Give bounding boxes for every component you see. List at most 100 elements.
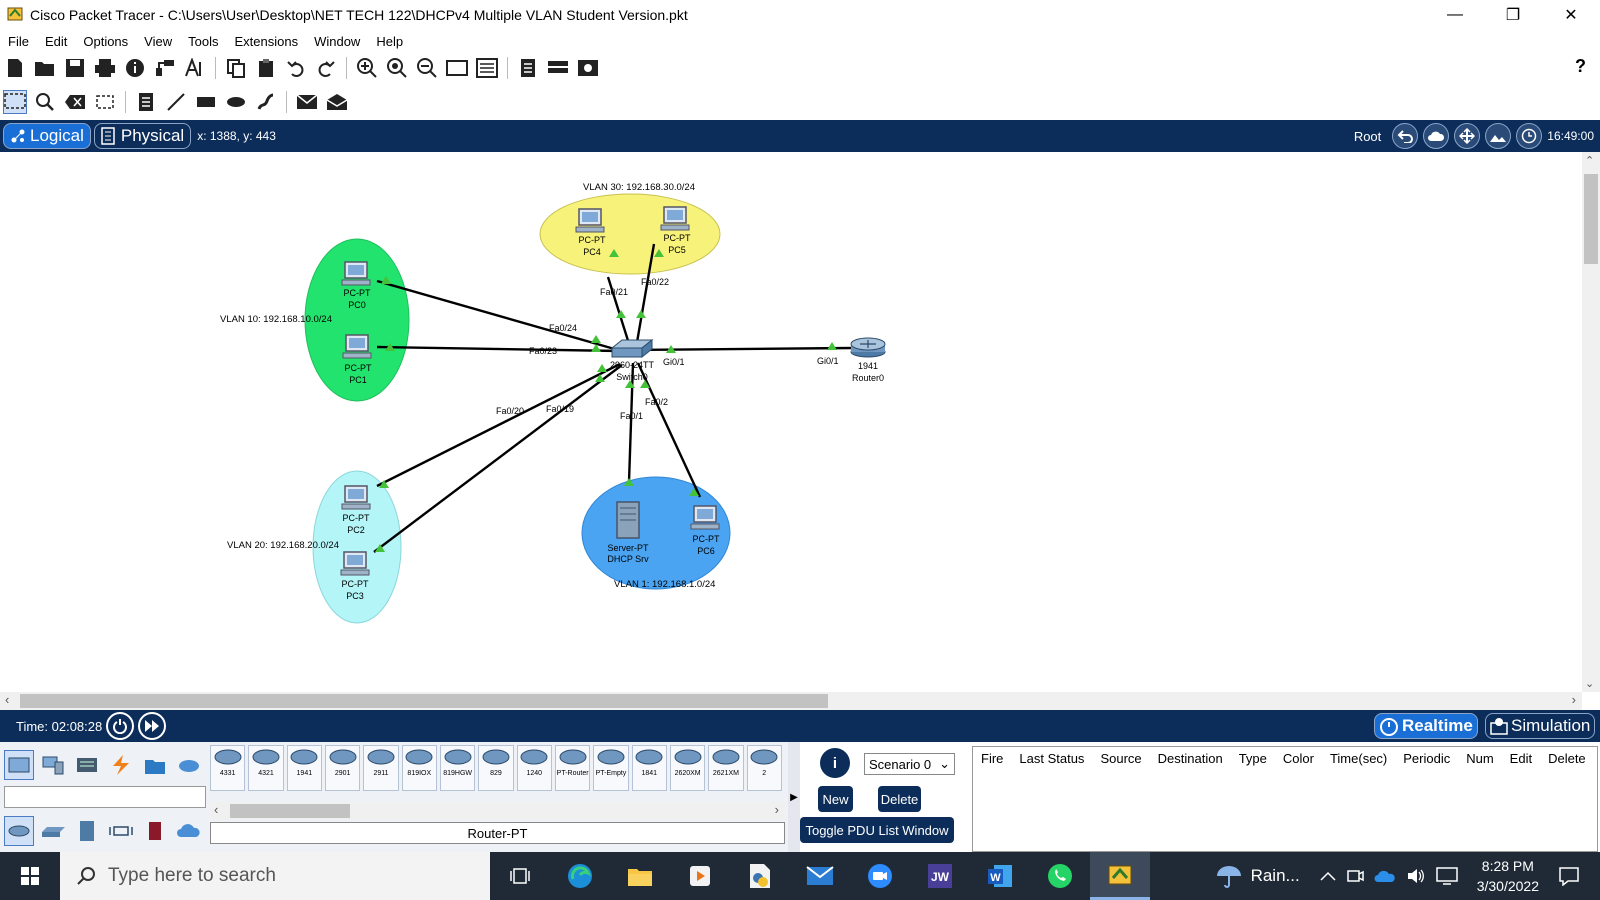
model-item-2901[interactable]: 2901	[324, 745, 361, 791]
column-time[interactable]: Time(sec)	[1329, 750, 1388, 766]
zoom-in-icon[interactable]	[355, 56, 379, 80]
network-devices-icon[interactable]	[4, 750, 34, 780]
realtime-tab[interactable]: Realtime	[1374, 713, 1478, 739]
link-pc0-switch[interactable]	[376, 279, 619, 352]
model-item-4321[interactable]: 4321	[248, 745, 284, 791]
background-image-icon[interactable]	[1485, 123, 1512, 149]
zoom-app-icon[interactable]	[850, 852, 910, 900]
vertical-scroll-thumb[interactable]	[1584, 174, 1598, 264]
logical-tab[interactable]: Logical	[3, 123, 91, 149]
copy-icon[interactable]	[224, 56, 248, 80]
link-pc4-switch[interactable]	[606, 276, 632, 348]
link-pc3-switch[interactable]	[373, 364, 623, 553]
windows-start-icon[interactable]	[0, 852, 60, 900]
draw-line-icon[interactable]	[164, 90, 188, 114]
scroll-right-icon[interactable]: ›	[1571, 692, 1576, 707]
panel-collapse-arrow-icon[interactable]: ▶	[788, 742, 800, 852]
components-icon[interactable]	[72, 750, 102, 780]
save-icon[interactable]	[63, 56, 87, 80]
switches-icon[interactable]	[38, 816, 68, 846]
miscellaneous-icon[interactable]	[140, 750, 170, 780]
scroll-down-icon[interactable]: ⌄	[1585, 678, 1595, 690]
column-num[interactable]: Num	[1466, 750, 1494, 766]
model-scroll-thumb[interactable]	[230, 804, 350, 818]
draw-ellipse-icon[interactable]	[224, 90, 248, 114]
resize-tool-icon[interactable]	[93, 90, 117, 114]
pc3-device[interactable]	[340, 551, 370, 576]
menu-help[interactable]: Help	[376, 33, 404, 49]
routers-icon[interactable]	[4, 816, 34, 846]
column-color[interactable]: Color	[1282, 750, 1314, 766]
logical-workspace[interactable]: VLAN 30: 192.168.30.0/24 VLAN 10: 192.16…	[0, 152, 1582, 692]
notification-center-icon[interactable]	[1558, 866, 1580, 886]
draw-rectangle-icon[interactable]	[194, 90, 218, 114]
help-button[interactable]: ?	[1575, 56, 1586, 76]
menu-tools[interactable]: Tools	[188, 33, 219, 49]
pc0-device[interactable]	[341, 261, 371, 286]
horizontal-scroll-thumb[interactable]	[20, 694, 828, 708]
simple-pdu-icon[interactable]	[295, 90, 319, 114]
fast-forward-icon[interactable]	[138, 712, 167, 740]
redo-icon[interactable]	[314, 56, 338, 80]
pc6-device[interactable]	[690, 505, 720, 530]
network-info-icon[interactable]	[153, 56, 177, 80]
multiuser-icon[interactable]	[174, 750, 204, 780]
menu-view[interactable]: View	[144, 33, 173, 49]
model-item-819iox[interactable]: 819IOX	[401, 745, 437, 791]
jw-app-icon[interactable]: JW	[910, 852, 970, 900]
chevron-up-icon[interactable]	[1320, 871, 1336, 881]
column-destination[interactable]: Destination	[1157, 750, 1223, 766]
select-tool-icon[interactable]	[3, 90, 27, 114]
zoom-out-icon[interactable]	[415, 56, 439, 80]
pc5-device[interactable]	[660, 206, 690, 231]
network-monitor-icon[interactable]	[1435, 867, 1458, 885]
model-item-pt-empty[interactable]: PT-Empty	[593, 745, 629, 791]
activity-wizard-icon[interactable]	[183, 56, 207, 80]
column-edit[interactable]: Edit	[1509, 750, 1533, 766]
scroll-up-icon[interactable]: ⌃	[1585, 155, 1595, 167]
paste-icon[interactable]	[254, 56, 278, 80]
model-item-819hgw[interactable]: 819HGW	[439, 745, 476, 791]
link-pc2-switch[interactable]	[376, 362, 621, 488]
pc1-device[interactable]	[342, 334, 372, 359]
simulation-tab[interactable]: Simulation	[1485, 713, 1596, 739]
hubs-icon[interactable]	[72, 816, 102, 846]
system-clock[interactable]: 8:28 PM 3/30/2022	[1477, 856, 1539, 896]
physical-tab[interactable]: Physical	[93, 123, 192, 149]
cloud-icon[interactable]	[1423, 123, 1450, 149]
switch-device[interactable]	[610, 338, 654, 359]
model-item-1240[interactable]: 1240	[516, 745, 552, 791]
scenario-info-button[interactable]: i	[820, 748, 850, 778]
whatsapp-icon[interactable]	[1030, 852, 1090, 900]
new-scenario-button[interactable]: New	[818, 786, 853, 812]
menu-extensions[interactable]: Extensions	[234, 33, 299, 49]
security-icon[interactable]	[140, 816, 170, 846]
info-icon[interactable]	[123, 56, 147, 80]
place-note-icon[interactable]	[134, 90, 158, 114]
model-item-2621xm[interactable]: 2621XM	[708, 745, 744, 791]
menu-window[interactable]: Window	[314, 33, 361, 49]
menu-options[interactable]: Options	[83, 33, 129, 49]
task-view-icon[interactable]	[490, 852, 550, 900]
link-pc5-switch[interactable]	[634, 243, 656, 349]
column-last-status[interactable]: Last Status	[1019, 750, 1085, 766]
link-pc1-switch[interactable]	[376, 345, 621, 353]
column-fire[interactable]: Fire	[981, 750, 1004, 766]
complex-pdu-icon[interactable]	[325, 90, 349, 114]
device-template-icon[interactable]	[546, 56, 570, 80]
column-delete[interactable]: Delete	[1548, 750, 1586, 766]
close-button[interactable]: ✕	[1564, 7, 1578, 24]
router-device[interactable]	[850, 337, 886, 358]
meet-now-icon[interactable]	[1346, 867, 1364, 885]
volume-icon[interactable]	[1406, 867, 1426, 885]
wireless-devices-icon[interactable]	[106, 816, 136, 846]
model-item-1841[interactable]: 1841	[631, 745, 667, 791]
minimize-button[interactable]: —	[1447, 6, 1463, 23]
delete-scenario-button[interactable]: Delete	[878, 786, 921, 812]
freeform-icon[interactable]	[254, 90, 278, 114]
model-item-1941[interactable]: 1941	[286, 745, 322, 791]
server-device[interactable]	[616, 501, 640, 539]
open-folder-icon[interactable]	[33, 56, 57, 80]
link-router-switch[interactable]	[631, 346, 853, 352]
workspace-vertical-scrollbar[interactable]: ⌃ ⌄	[1582, 152, 1600, 692]
